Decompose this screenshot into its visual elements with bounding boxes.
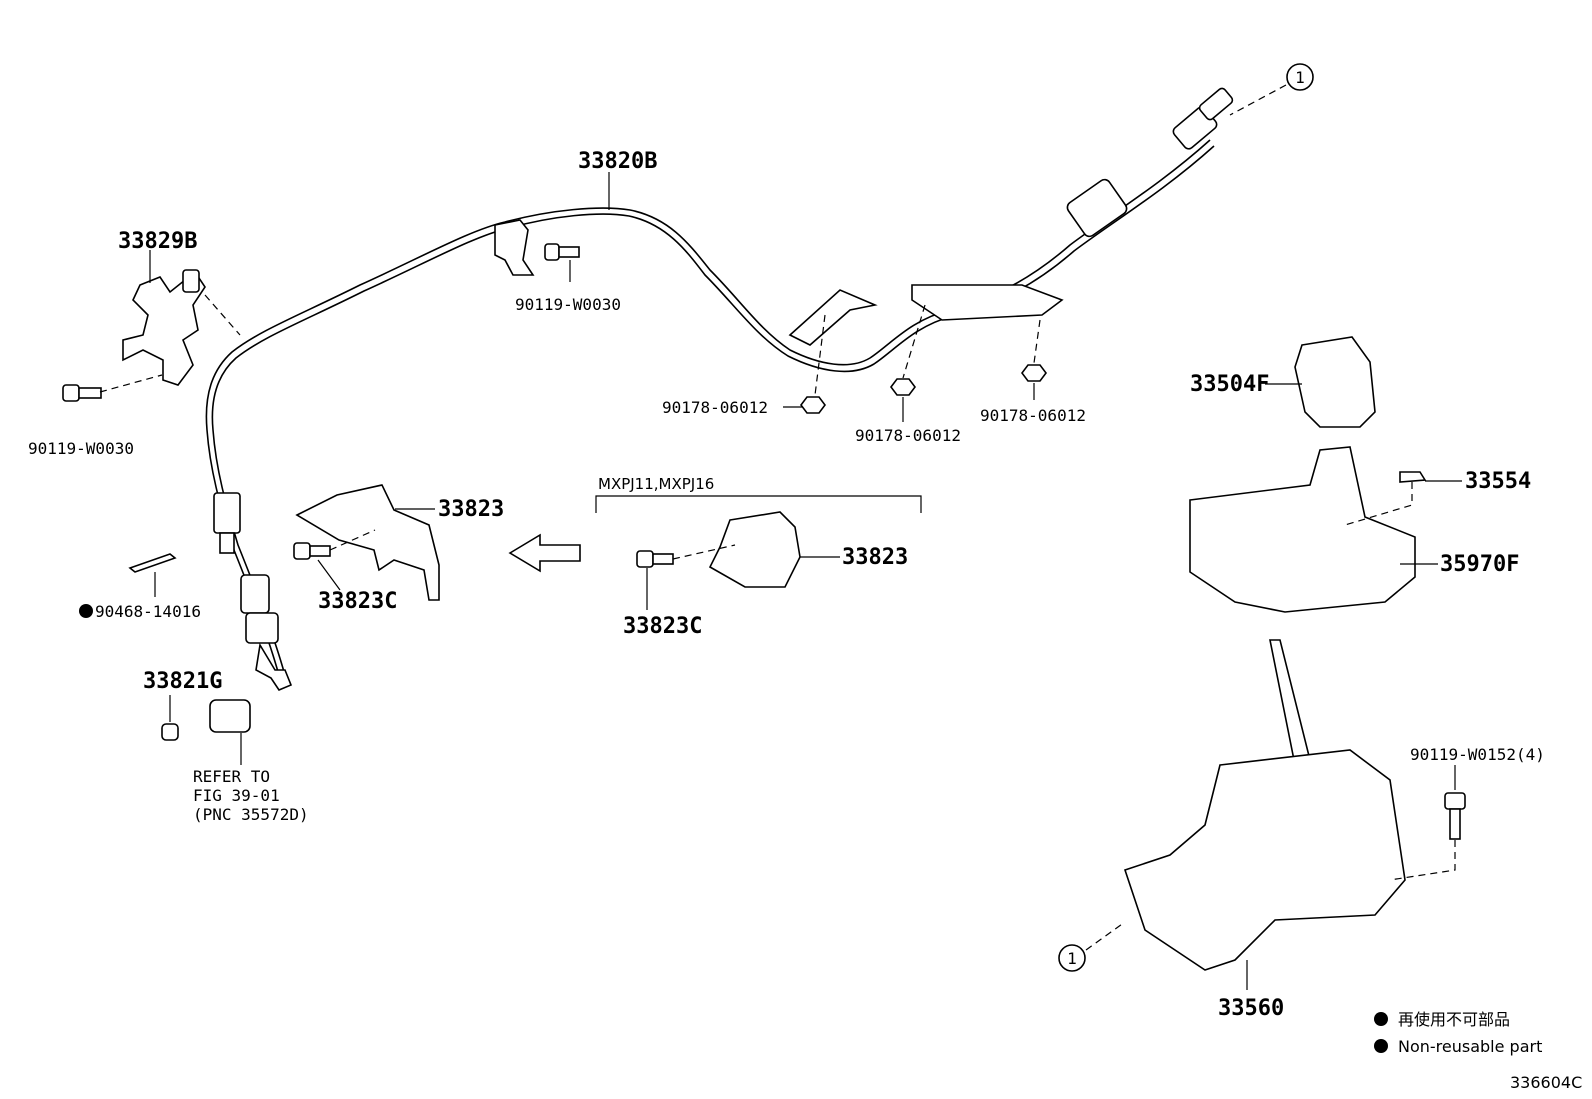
svg-text:1: 1 [1067,949,1077,968]
label-leaders [149,172,1462,990]
label-variant: MXPJ11,MXPJ16 [598,475,714,493]
bolt-icon [544,243,580,261]
nut-icon [1021,364,1047,382]
bracket-33823-b [708,511,801,588]
label-bracket-a: 33823 [438,497,504,522]
label-shifter: 33560 [1218,996,1284,1021]
cable-bracket [788,289,878,346]
svg-text:Non-reusable part: Non-reusable part [1398,1037,1542,1056]
nut-icon [800,396,826,414]
label-clip: 90468-14016 [79,602,201,621]
label-screw-b: 33823C [623,614,702,639]
label-retainer: 33821G [143,669,222,694]
label-refer-2: FIG 39-01 [193,786,280,805]
screw-icon [293,542,331,560]
label-nut-b: 90178-06012 [855,426,961,445]
label-refer-1: REFER TO [193,767,270,786]
variant-bracket-line [595,495,922,513]
bolt-icon [1444,792,1466,840]
figure-id: 336604C [1510,1073,1582,1092]
ref-marker-1-bottom: 1 [1058,944,1086,972]
indicator-housing [1189,446,1416,613]
label-33820b: 33820B [578,149,657,174]
nut-icon [890,378,916,396]
label-bolt-shifter: 90119-W0152(4) [1410,745,1545,764]
label-indicator: 35970F [1440,552,1519,577]
retainer-part [161,723,179,741]
shifter-assembly [1123,639,1406,971]
svg-text:90468-14016: 90468-14016 [95,602,201,621]
svg-text:1: 1 [1295,68,1305,87]
screw-icon [636,550,674,568]
bracket-33823-a [295,484,440,601]
bolt-icon [62,384,102,402]
small-clip [1399,471,1427,483]
clip-part [128,553,177,573]
shift-knob [1294,336,1376,428]
label-knob: 33504F [1190,372,1269,397]
dashed-leaders [99,84,1456,951]
label-nut-c: 90178-06012 [980,406,1086,425]
label-bracket-b: 33823 [842,545,908,570]
label-clip-small: 33554 [1465,469,1531,494]
bushing-part [209,699,251,733]
ref-marker-1: 1 [1286,63,1314,91]
label-33829b: 33829B [118,229,197,254]
bracket-33829b [122,269,206,386]
label-bolt-top: 90119-W0030 [515,295,621,314]
svg-text:再使用不可部品: 再使用不可部品 [1398,1010,1510,1029]
cable-bracket [911,284,1064,321]
label-bolt-left: 90119-W0030 [28,439,134,458]
shift-cable [205,87,1234,691]
direction-arrow-icon [508,533,581,573]
label-refer-3: (PNC 35572D) [193,805,309,824]
label-nut-a: 90178-06012 [662,398,768,417]
label-screw-a: 33823C [318,589,397,614]
legend: 再使用不可部品 Non-reusable part [1374,1010,1542,1056]
